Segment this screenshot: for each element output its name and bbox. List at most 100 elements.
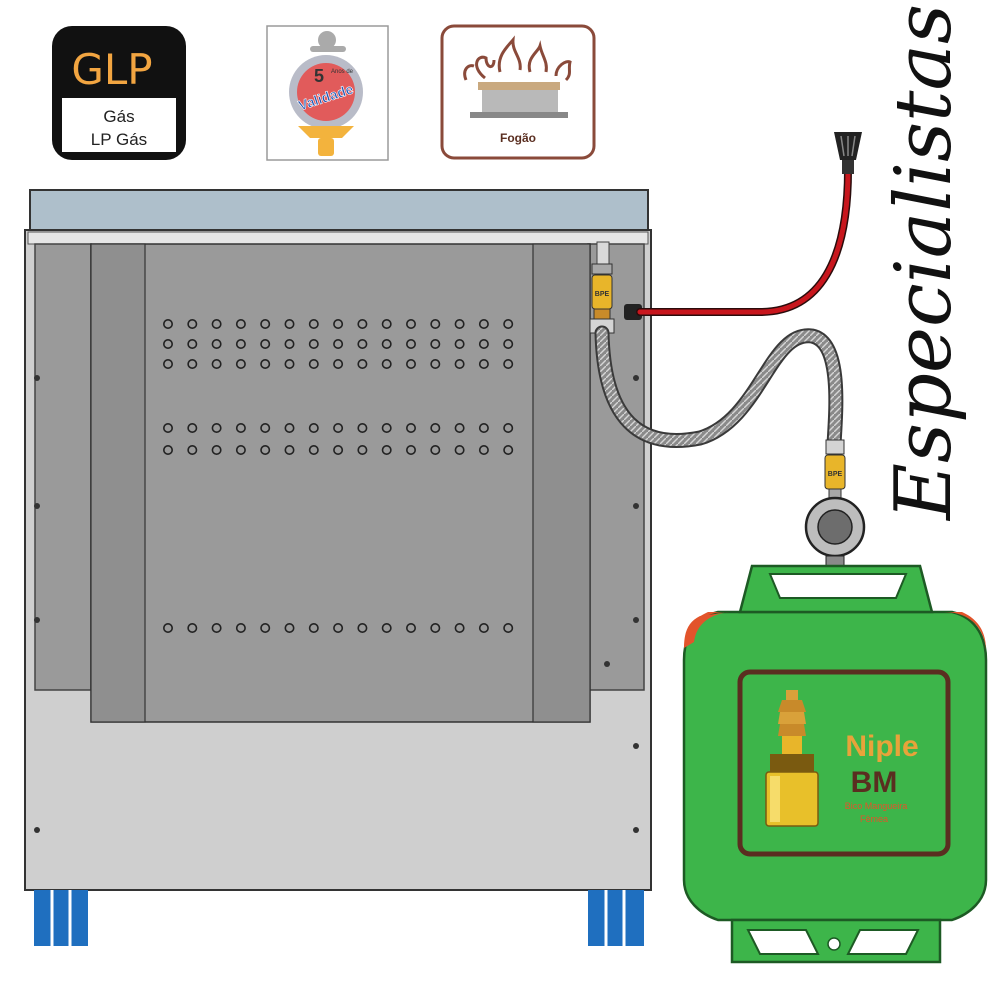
vent-hole xyxy=(357,338,368,349)
vent-hole xyxy=(308,422,319,433)
vent-hole xyxy=(503,444,514,455)
vent-hole xyxy=(308,358,319,369)
vent-hole xyxy=(503,358,514,369)
vent-hole xyxy=(430,422,441,433)
validade-badge: 5 Anos de Validade xyxy=(266,25,389,161)
vent-hole xyxy=(284,422,295,433)
vent-hole xyxy=(308,622,319,633)
connector-mark-2: BPE xyxy=(828,471,843,478)
stove-foot-right xyxy=(588,890,644,946)
vent-hole xyxy=(381,338,392,349)
vent-hole xyxy=(405,622,416,633)
vent-hole xyxy=(357,622,368,633)
vent-hole xyxy=(260,318,271,329)
vent-hole xyxy=(454,622,465,633)
fogao-label: Fogão xyxy=(500,131,536,145)
vent-hole xyxy=(430,318,441,329)
glp-badge-title: GLP xyxy=(71,45,152,94)
vent-hole xyxy=(478,318,489,329)
vent-hole xyxy=(430,622,441,633)
vent-hole xyxy=(454,318,465,329)
vent-hole xyxy=(163,318,174,329)
vent-hole xyxy=(405,318,416,329)
stove-foot-left xyxy=(34,890,88,946)
vent-hole xyxy=(187,318,198,329)
vent-hole xyxy=(284,358,295,369)
vent-hole xyxy=(503,622,514,633)
validade-small: Anos de xyxy=(331,69,354,75)
vent-hole xyxy=(478,444,489,455)
fogao-badge: Fogão xyxy=(440,24,596,160)
vent-hole xyxy=(260,358,271,369)
vent-hole xyxy=(381,358,392,369)
vent-hole xyxy=(430,358,441,369)
vent-hole xyxy=(430,444,441,455)
vent-hole xyxy=(454,358,465,369)
stove-rear xyxy=(24,189,652,946)
vent-hole xyxy=(260,622,271,633)
panel-screw xyxy=(633,743,639,749)
panel-screw xyxy=(34,503,40,509)
cylinder-title: Niple xyxy=(845,730,918,763)
vent-hole xyxy=(187,358,198,369)
vent-hole xyxy=(163,422,174,433)
vent-hole xyxy=(478,338,489,349)
vent-hole xyxy=(478,358,489,369)
vent-hole xyxy=(187,422,198,433)
vent-hole xyxy=(308,318,319,329)
glp-badge-line1: Gás xyxy=(103,107,134,126)
vent-hole xyxy=(163,358,174,369)
power-cable xyxy=(637,167,851,315)
vent-hole xyxy=(381,444,392,455)
vent-hole xyxy=(260,444,271,455)
vent-hole xyxy=(333,338,344,349)
vent-hole xyxy=(381,622,392,633)
panel-screw xyxy=(633,375,639,381)
vent-hole xyxy=(211,422,222,433)
vent-hole xyxy=(284,338,295,349)
vent-hole xyxy=(211,338,222,349)
cylinder-label-frame xyxy=(737,669,951,857)
panel-screw xyxy=(34,617,40,623)
vent-hole xyxy=(235,444,246,455)
glp-badge-line2: LP Gás xyxy=(91,130,147,149)
panel-screw xyxy=(633,617,639,623)
stove-top-edge xyxy=(29,189,649,231)
validade-years: 5 xyxy=(314,66,324,86)
vent-hole xyxy=(333,444,344,455)
vent-hole xyxy=(284,318,295,329)
vent-hole xyxy=(163,622,174,633)
vent-hole xyxy=(405,338,416,349)
vent-hole xyxy=(357,422,368,433)
power-plug-icon xyxy=(834,132,862,174)
vent-hole xyxy=(357,444,368,455)
vent-hole xyxy=(211,622,222,633)
vent-hole xyxy=(211,318,222,329)
vent-hole xyxy=(454,422,465,433)
vent-hole xyxy=(454,444,465,455)
stove-back-panel xyxy=(90,243,591,723)
vent-hole xyxy=(333,422,344,433)
vent-hole xyxy=(187,338,198,349)
vent-hole xyxy=(211,444,222,455)
vent-hole xyxy=(260,338,271,349)
side-script-text: Especialistas xyxy=(879,4,969,522)
vent-hole xyxy=(381,422,392,433)
braided-hose xyxy=(596,327,842,450)
vent-hole xyxy=(454,338,465,349)
vent-hole xyxy=(333,622,344,633)
glp-badge: GLP Gás LP Gás xyxy=(52,26,186,160)
vent-hole xyxy=(284,444,295,455)
vent-hole xyxy=(503,422,514,433)
niple-fitting-icon xyxy=(765,690,819,827)
vent-hole xyxy=(235,622,246,633)
vent-hole xyxy=(333,318,344,329)
vent-hole xyxy=(381,318,392,329)
vent-hole xyxy=(235,422,246,433)
vent-hole xyxy=(308,444,319,455)
panel-screw xyxy=(633,503,639,509)
flame-icon xyxy=(463,35,572,82)
panel-screws xyxy=(34,375,639,833)
cylinder-desc-1: Bico Mangueira xyxy=(845,801,908,811)
panel-screw xyxy=(34,827,40,833)
